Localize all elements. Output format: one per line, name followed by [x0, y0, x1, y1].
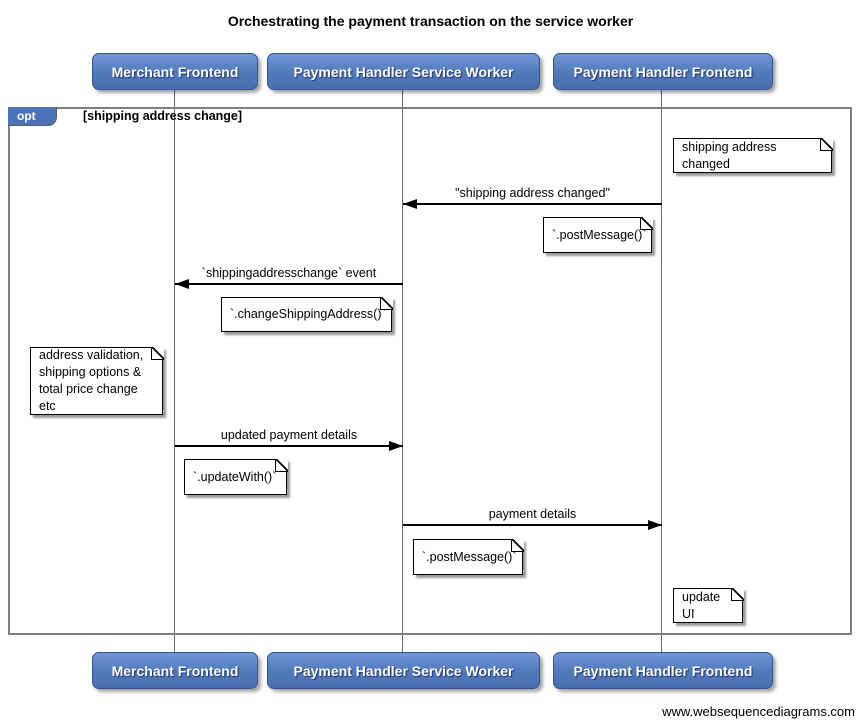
note-postmessage-2: `.postMessage()`	[413, 538, 524, 575]
diagram-title: Orchestrating the payment transaction on…	[227, 13, 634, 29]
note-fold-icon	[730, 587, 744, 601]
note-text: `.updateWith()`	[193, 469, 277, 484]
note-text: shipping address changed	[682, 139, 777, 171]
actor-label: Payment Handler Service Worker	[293, 662, 514, 679]
arrowhead-right-icon	[389, 441, 403, 451]
actor-box-merchant-frontend-top: Merchant Frontend	[92, 53, 258, 90]
arrowhead-left-icon	[403, 199, 417, 209]
actor-box-payment-handler-service-worker-top: Payment Handler Service Worker	[267, 53, 540, 90]
message-label-shippingaddresschange-event: `shippingaddresschange` event	[201, 266, 377, 280]
lifeline-payment-handler-frontend	[661, 90, 662, 652]
opt-operator-label: opt	[17, 109, 36, 123]
websequencediagrams-watermark: www.websequencediagrams.com	[662, 704, 855, 719]
actor-box-payment-handler-service-worker-bottom: Payment Handler Service Worker	[267, 652, 540, 689]
note-fold-icon	[150, 346, 164, 360]
note-fold-icon	[274, 458, 288, 472]
note-text: update UI	[682, 589, 721, 621]
actor-label: Payment Handler Frontend	[573, 63, 753, 80]
arrowhead-left-icon	[175, 279, 189, 289]
actor-box-merchant-frontend-bottom: Merchant Frontend	[92, 652, 258, 689]
note-text: `.postMessage()`	[552, 227, 647, 242]
note-text: `.changeShippingAddress()`	[230, 307, 386, 321]
note-text: `.postMessage()`	[422, 549, 517, 564]
note-text: address validation, shipping options & t…	[39, 348, 144, 413]
opt-operator-tab: opt	[8, 107, 57, 126]
message-label-updated-payment-details: updated payment details	[220, 428, 358, 442]
actor-label: Payment Handler Service Worker	[293, 63, 514, 80]
actor-label: Merchant Frontend	[111, 63, 239, 80]
note-address-validation: address validation, shipping options & t…	[30, 346, 164, 415]
actor-label: Payment Handler Frontend	[573, 662, 753, 679]
message-line	[175, 445, 403, 447]
lifeline-payment-handler-service-worker	[402, 90, 403, 652]
message-line	[403, 524, 662, 526]
lifeline-merchant-frontend	[174, 90, 175, 652]
message-label-payment-details: payment details	[488, 507, 577, 521]
message-line	[403, 203, 662, 205]
note-postmessage-1: `.postMessage()`	[543, 216, 653, 253]
opt-condition-label: [shipping address change]	[83, 109, 243, 123]
note-shipping-address-changed: shipping address changed	[673, 137, 833, 173]
note-changeshippingaddress: `.changeShippingAddress()`	[221, 296, 393, 332]
note-updatewith: `.updateWith()`	[184, 458, 288, 495]
note-fold-icon	[639, 216, 653, 230]
message-label-shipping-address-changed: "shipping address changed"	[455, 186, 610, 200]
arrowhead-right-icon	[648, 520, 662, 530]
opt-fragment-frame	[8, 107, 852, 635]
note-fold-icon	[510, 538, 524, 552]
message-line	[175, 283, 403, 285]
actor-label: Merchant Frontend	[111, 662, 239, 679]
note-fold-icon	[379, 296, 393, 310]
actor-box-payment-handler-frontend-bottom: Payment Handler Frontend	[553, 652, 773, 689]
actor-box-payment-handler-frontend-top: Payment Handler Frontend	[553, 53, 773, 90]
note-fold-icon	[819, 137, 833, 151]
note-update-ui: update UI	[673, 587, 744, 623]
